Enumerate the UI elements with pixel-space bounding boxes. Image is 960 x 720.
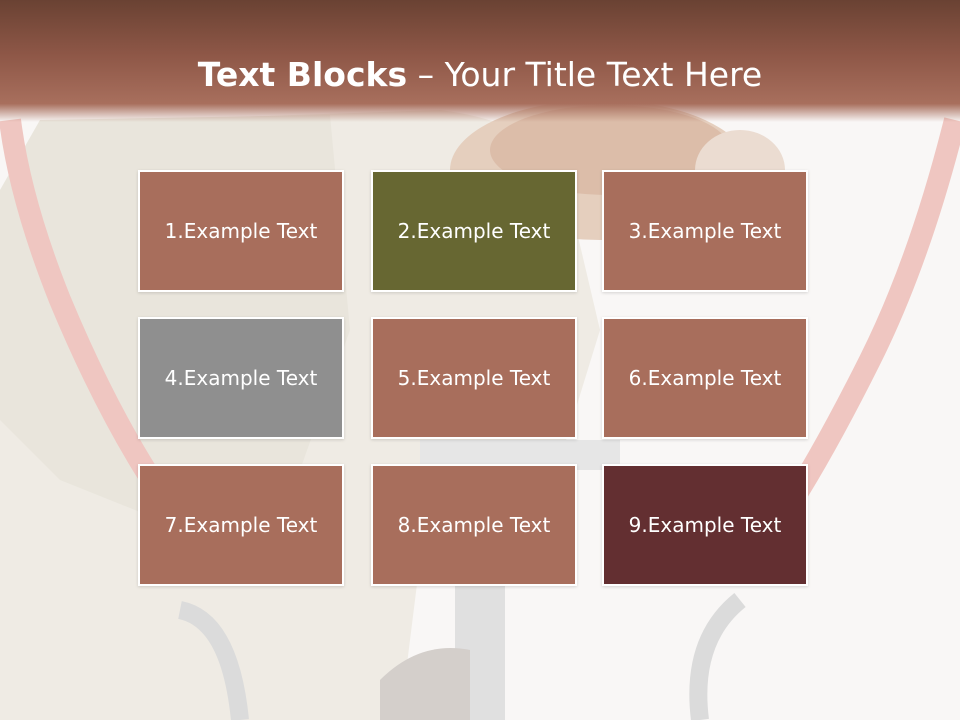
text-block-4[interactable]: 4.Example Text [138, 317, 344, 439]
title-bold-text: Text Blocks [197, 55, 408, 94]
text-block-label: 4.Example Text [164, 366, 318, 390]
text-block-label: 3.Example Text [628, 219, 782, 243]
text-block-label: 1.Example Text [164, 219, 318, 243]
text-block-7[interactable]: 7.Example Text [138, 464, 344, 586]
text-block-label: 7.Example Text [164, 513, 318, 537]
text-blocks-grid: 1.Example Text 2.Example Text 3.Example … [138, 170, 814, 594]
text-block-1[interactable]: 1.Example Text [138, 170, 344, 292]
title-dash: – [407, 55, 445, 94]
title-rest-text: Your Title Text Here [444, 55, 763, 94]
text-block-3[interactable]: 3.Example Text [602, 170, 808, 292]
text-block-label: 6.Example Text [628, 366, 782, 390]
text-block-8[interactable]: 8.Example Text [371, 464, 577, 586]
text-block-6[interactable]: 6.Example Text [602, 317, 808, 439]
text-block-label: 8.Example Text [397, 513, 551, 537]
slide-title: Text Blocks – Your Title Text Here [0, 52, 960, 98]
text-block-5[interactable]: 5.Example Text [371, 317, 577, 439]
text-block-2[interactable]: 2.Example Text [371, 170, 577, 292]
text-block-label: 9.Example Text [628, 513, 782, 537]
text-block-label: 2.Example Text [397, 219, 551, 243]
title-banner [0, 0, 960, 122]
text-block-label: 5.Example Text [397, 366, 551, 390]
text-block-9[interactable]: 9.Example Text [602, 464, 808, 586]
